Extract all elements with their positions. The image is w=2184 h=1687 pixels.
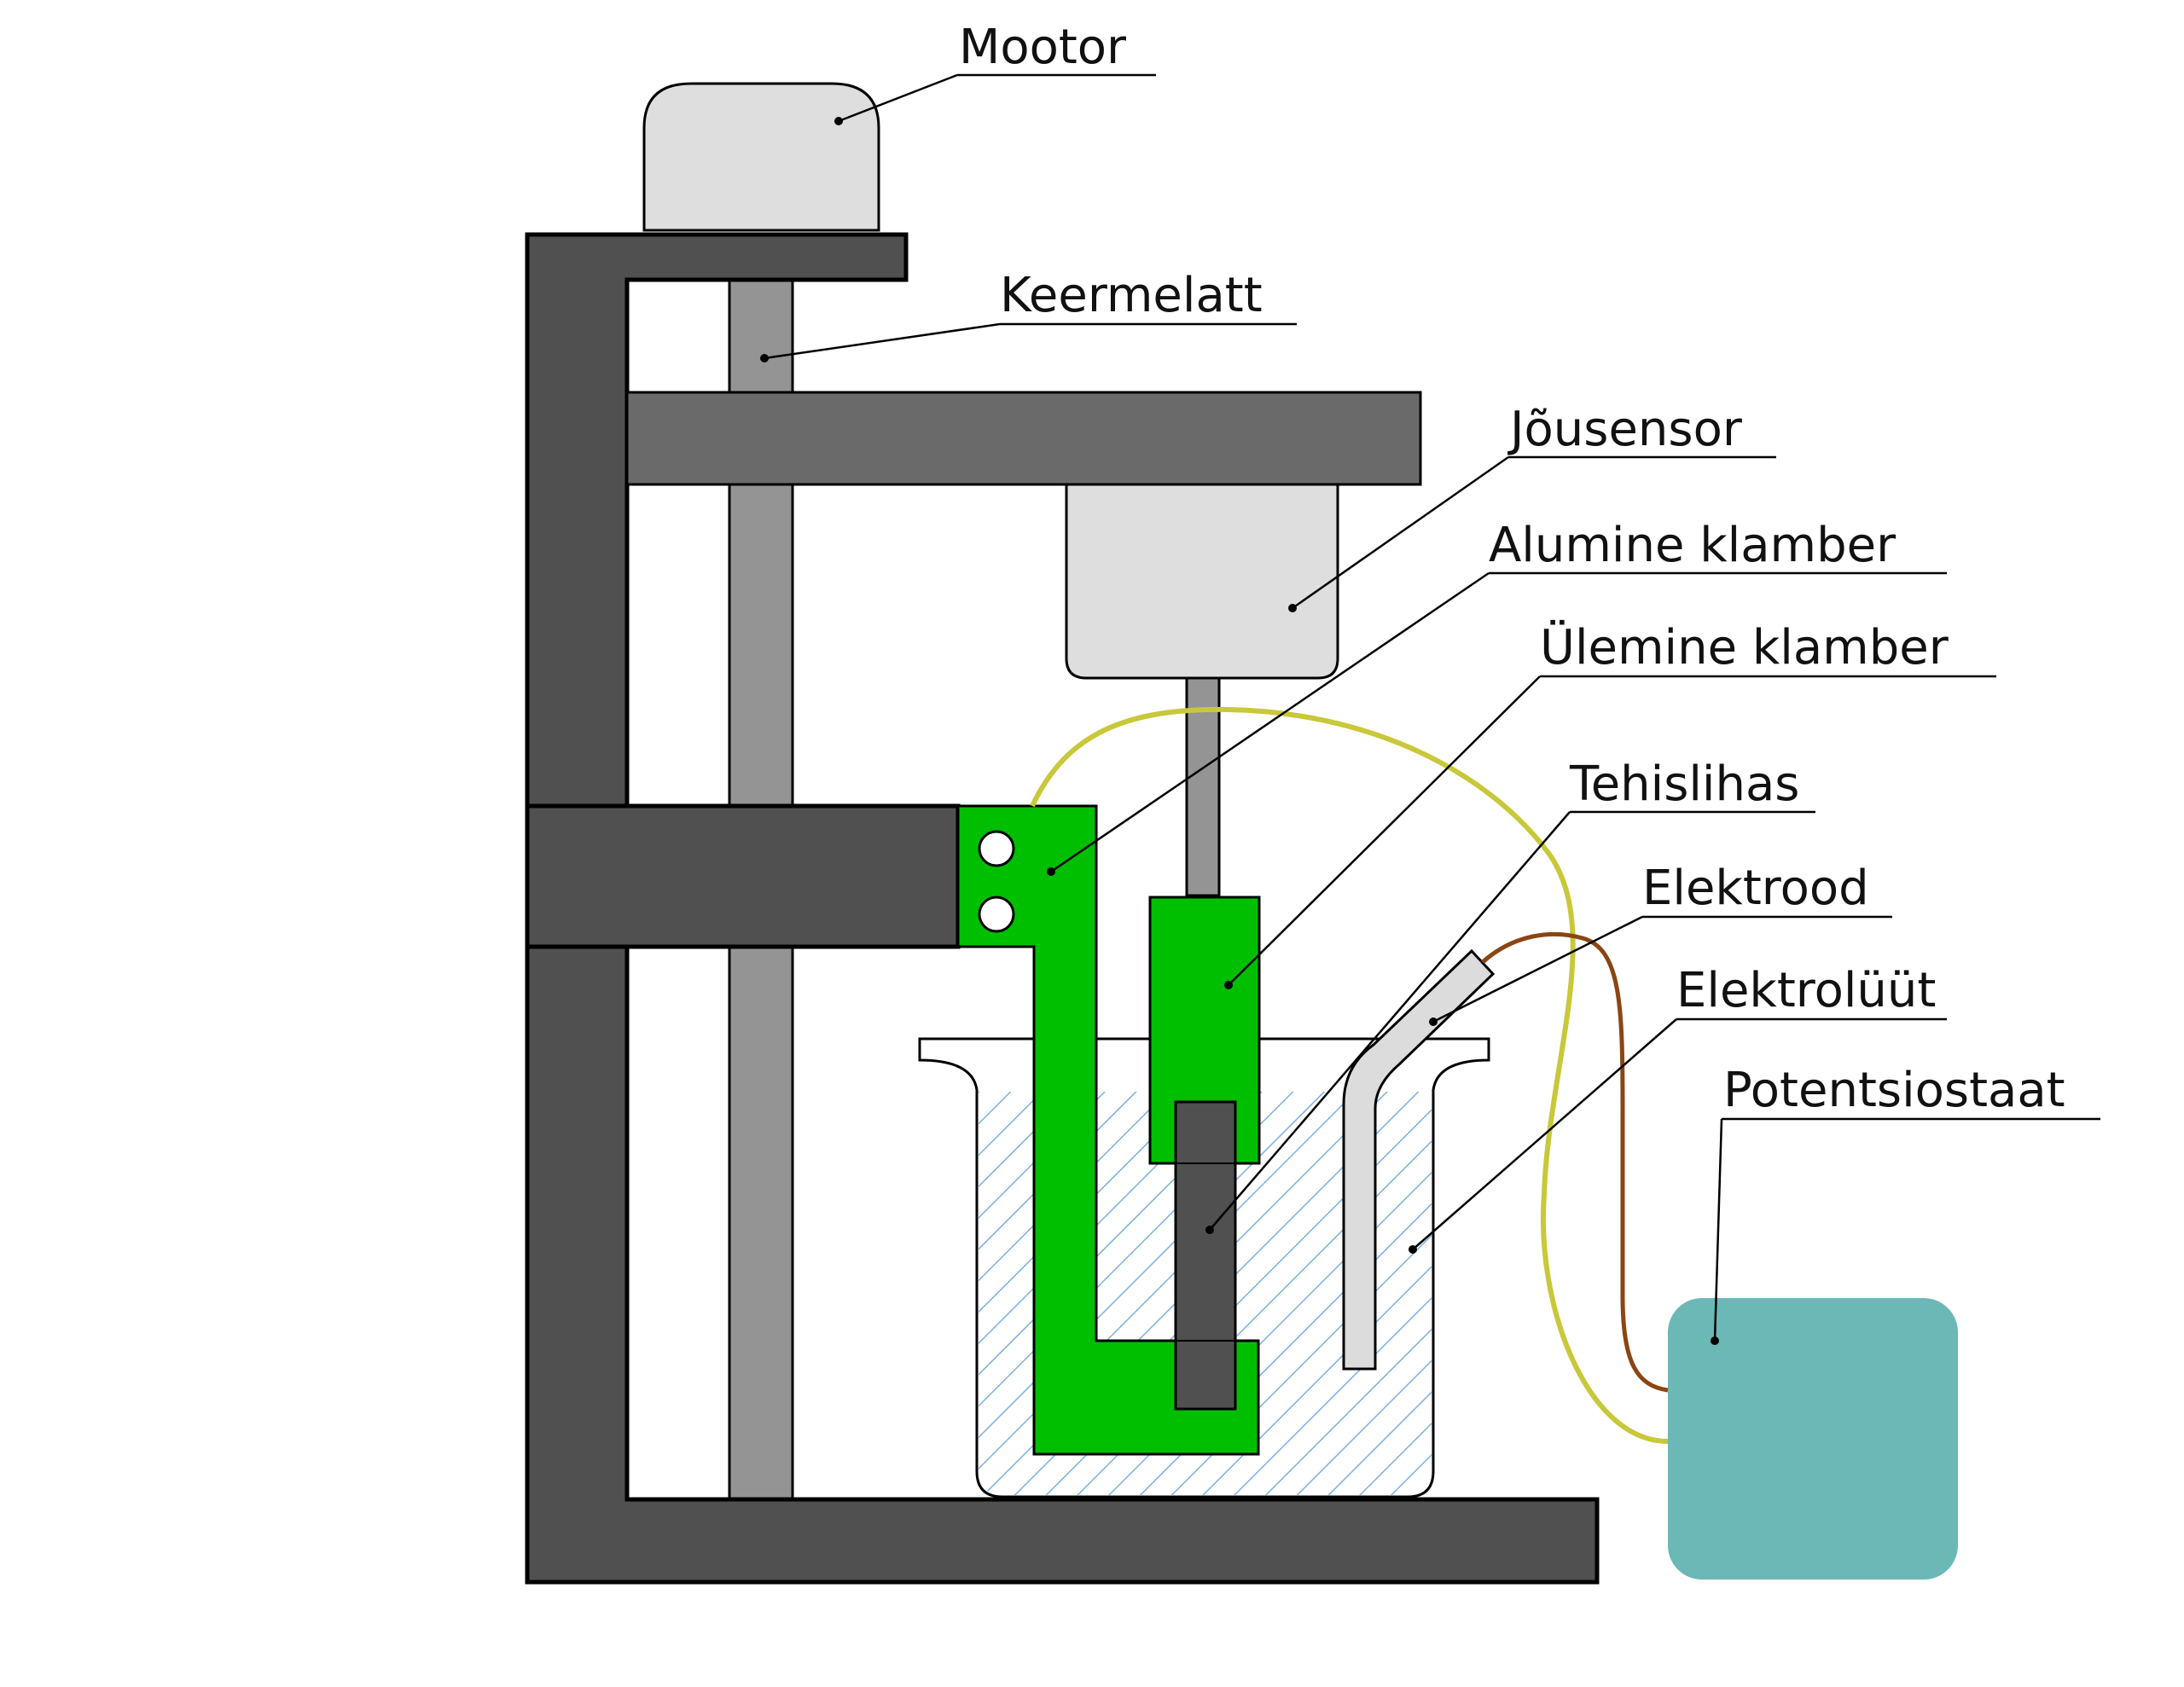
label-electrolyte: Elektrolüüt	[1409, 963, 1947, 1254]
motor-block	[642, 82, 880, 232]
label-upper-clamp: Ülemine klamber	[1224, 620, 1996, 989]
label-electrolyte-text: Elektrolüüt	[1676, 963, 1936, 1018]
label-electrode-text: Elektrood	[1642, 861, 1869, 916]
label-electrode: Elektrood	[1429, 861, 1892, 1026]
label-artificial-muscle-text: Tehislihas	[1569, 757, 1799, 812]
clamp-bolt-hole-bottom	[978, 896, 1015, 933]
sensor-rod	[1185, 676, 1221, 897]
label-motor: Mootor	[834, 20, 1156, 125]
label-potentiostat: Potentsiostaat	[1711, 1063, 2100, 1345]
label-potentiostat-text: Potentsiostaat	[1723, 1063, 2065, 1118]
label-force-sensor-text: Jõusensor	[1507, 402, 1743, 457]
potentiostat-box	[1668, 1298, 1958, 1580]
label-lower-clamp: Alumine klamber	[1047, 518, 1947, 876]
label-motor-text: Mootor	[959, 20, 1127, 75]
label-upper-clamp-text: Ülemine klamber	[1540, 620, 1949, 675]
wire-yellow	[1030, 706, 1669, 1444]
label-artificial-muscle: Tehislihas	[1205, 757, 1815, 1234]
clamp-bolt-hole-top	[978, 830, 1015, 867]
electrode-rod	[1342, 948, 1496, 1371]
moving-crossbar	[625, 391, 1422, 486]
muscle-clamped-top	[1175, 1101, 1236, 1164]
artificial-muscle	[1174, 1100, 1237, 1411]
frame-stand	[525, 232, 1600, 1585]
label-threaded-rod: Keermelatt	[760, 268, 1297, 362]
force-sensor-block	[1065, 483, 1339, 680]
wire-brown	[1481, 931, 1669, 1393]
muscle-clamped-bottom	[1175, 1340, 1236, 1410]
label-threaded-rod-text: Keermelatt	[1000, 268, 1263, 323]
label-lower-clamp-text: Alumine klamber	[1489, 518, 1896, 573]
clamp-mount-arm	[525, 803, 961, 949]
label-force-sensor: Jõusensor	[1288, 402, 1776, 612]
